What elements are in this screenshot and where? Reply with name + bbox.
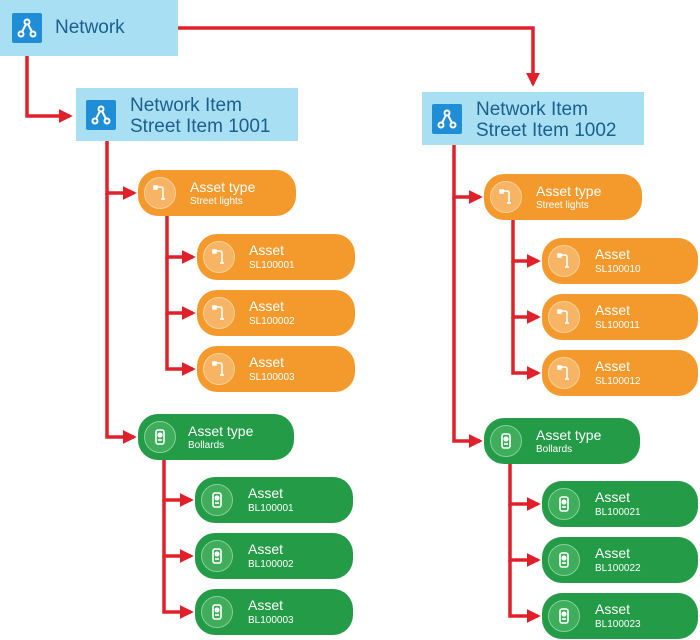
asset-id: BL100023 (595, 619, 641, 630)
asset-label: Asset (248, 597, 284, 613)
asset-label: Asset (595, 358, 631, 374)
asset-type-bollards[interactable]: Asset type Bollards (138, 414, 294, 460)
connector-bollards-1-to-bl100001 (162, 460, 194, 507)
asset-type-name: Street lights (536, 200, 589, 211)
asset-label: Asset (249, 242, 285, 258)
asset-type-label: Asset type (188, 423, 254, 439)
connector-street-lights-1-to-sl100002 (165, 257, 196, 320)
asset-id: SL100010 (595, 264, 641, 275)
asset-type-label: Asset type (190, 179, 256, 195)
connector-bollards-1-to-bl100002 (162, 500, 194, 563)
asset-label: Asset (595, 601, 631, 617)
asset-node[interactable]: Asset SL100002 (197, 290, 355, 336)
asset-type-label: Asset type (536, 183, 602, 199)
asset-label: Asset (249, 354, 285, 370)
network-item-node[interactable]: Network Item Street Item 1002 (422, 92, 644, 145)
connector-bollards-1-to-bl100003 (162, 556, 194, 619)
asset-node[interactable]: Asset BL100021 (542, 481, 698, 527)
connector-street-lights-2-to-sl100010 (511, 220, 541, 268)
asset-id: SL100011 (595, 320, 640, 331)
network-item-subtitle: Street Item 1001 (130, 116, 271, 137)
asset-label: Asset (595, 302, 631, 318)
bollard-icon (201, 484, 233, 516)
asset-node[interactable]: Asset SL100010 (542, 238, 698, 284)
asset-type-bollards[interactable]: Asset type Bollards (484, 418, 640, 464)
network-item-subtitle: Street Item 1002 (476, 120, 617, 141)
connector-item-2-to-street-lights (452, 145, 483, 204)
connector-item-1-to-street-lights (105, 141, 137, 200)
asset-id: SL100003 (249, 372, 295, 383)
asset-node[interactable]: Asset BL100002 (195, 533, 353, 579)
asset-id: SL100012 (595, 376, 641, 387)
street-light-icon (203, 297, 235, 329)
asset-node[interactable]: Asset BL100022 (542, 537, 698, 583)
asset-type-name: Street lights (190, 196, 243, 207)
street-light-icon (203, 353, 235, 385)
connector-street-lights-2-to-sl100011 (511, 261, 541, 324)
asset-label: Asset (595, 489, 631, 505)
connector-item-2-to-bollards (452, 197, 483, 448)
connector-street-lights-2-to-sl100012 (511, 317, 541, 380)
network-node-icon (12, 13, 42, 43)
connector-network-to-item-2 (178, 26, 540, 87)
street-light-icon (490, 181, 522, 213)
asset-id: SL100002 (249, 316, 295, 327)
asset-label: Asset (248, 485, 284, 501)
asset-node[interactable]: Asset SL100012 (542, 350, 698, 396)
asset-node[interactable]: Asset BL100003 (195, 589, 353, 635)
asset-type-name: Bollards (188, 440, 225, 451)
bollard-icon (548, 488, 580, 520)
asset-label: Asset (595, 246, 631, 262)
network-label: Network (55, 17, 125, 38)
bollard-icon (548, 544, 580, 576)
asset-id: BL100003 (248, 615, 294, 626)
street-light-icon (548, 357, 580, 389)
asset-node[interactable]: Asset BL100023 (542, 593, 698, 639)
network-item-title: Network Item (130, 95, 242, 116)
street-light-icon (144, 177, 176, 209)
network-item-title: Network Item (476, 99, 588, 120)
asset-type-street-lights[interactable]: Asset type Street lights (484, 174, 642, 220)
asset-label: Asset (248, 541, 284, 557)
connector-bollards-2-to-bl100022 (508, 504, 541, 567)
network-node-icon (86, 100, 116, 130)
asset-id: BL100002 (248, 559, 294, 570)
bollard-icon (201, 540, 233, 572)
asset-id: SL100001 (249, 260, 295, 271)
asset-node[interactable]: Asset SL100003 (197, 346, 355, 392)
connector-street-lights-1-to-sl100001 (165, 216, 196, 264)
bollard-icon (144, 421, 176, 453)
asset-id: BL100001 (248, 503, 294, 514)
network-node[interactable]: Network (0, 0, 178, 56)
asset-type-street-lights[interactable]: Asset type Street lights (138, 170, 296, 216)
network-node-icon (432, 104, 462, 134)
asset-type-name: Bollards (536, 444, 573, 455)
asset-type-label: Asset type (536, 427, 602, 443)
network-item-node[interactable]: Network Item Street Item 1001 (76, 88, 298, 141)
street-light-icon (548, 301, 580, 333)
asset-label: Asset (249, 298, 285, 314)
asset-id: BL100022 (595, 563, 641, 574)
bollard-icon (490, 425, 522, 457)
asset-node[interactable]: Asset SL100001 (197, 234, 355, 280)
street-light-icon (203, 241, 235, 273)
connector-network-to-item-1 (25, 56, 73, 123)
connector-bollards-2-to-bl100021 (508, 464, 541, 511)
connector-item-1-to-bollards (105, 193, 137, 444)
asset-label: Asset (595, 545, 631, 561)
asset-node[interactable]: Asset BL100001 (195, 477, 353, 523)
connector-bollards-2-to-bl100023 (508, 560, 541, 623)
asset-id: BL100021 (595, 507, 641, 518)
connector-street-lights-1-to-sl100003 (165, 313, 196, 376)
bollard-icon (548, 600, 580, 632)
bollard-icon (201, 596, 233, 628)
asset-node[interactable]: Asset SL100011 (542, 294, 698, 340)
street-light-icon (548, 245, 580, 277)
